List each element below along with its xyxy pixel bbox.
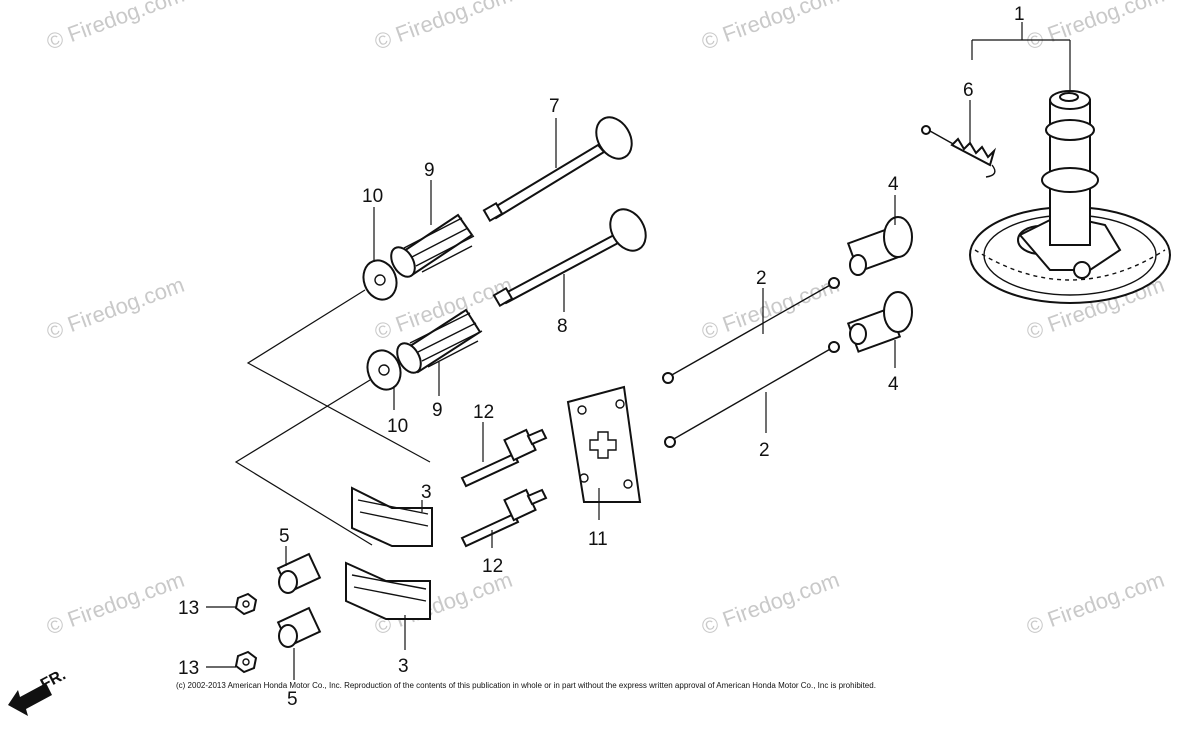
push-rod-upper[interactable]	[662, 277, 840, 384]
watermark: © Firedog.com	[1023, 0, 1167, 55]
callout-number: 7	[549, 96, 560, 117]
callout-12: 12 12	[473, 402, 503, 577]
intake-valve[interactable]	[492, 203, 653, 308]
callout-number: 1	[1014, 4, 1025, 25]
callout-number: 10	[387, 416, 408, 437]
callout-11: 11	[588, 488, 608, 550]
watermark: © Firedog.com	[1023, 567, 1167, 640]
callout-5: 5 5	[279, 526, 298, 710]
callout-3: 3 3	[398, 482, 432, 677]
rocker-arm-lower[interactable]	[345, 561, 431, 620]
callout-10: 10 10	[362, 186, 408, 437]
camshaft-gear[interactable]	[969, 90, 1171, 304]
watermark: © Firedog.com	[371, 0, 515, 55]
callout-13: 13 13	[178, 598, 236, 679]
pivot-bolt-lower[interactable]	[460, 488, 548, 548]
callout-number: 9	[424, 160, 435, 181]
valve-lifter-upper[interactable]	[846, 216, 913, 276]
copyright-notice: (c) 2002-2013 American Honda Motor Co., …	[176, 681, 876, 690]
callout-number: 2	[759, 440, 770, 461]
collar-lower[interactable]	[276, 606, 322, 648]
callout-number: 4	[888, 374, 899, 395]
exhaust-valve[interactable]	[482, 111, 639, 223]
callout-1: 1	[971, 4, 1071, 92]
push-rod-guide-plate[interactable]	[566, 385, 642, 503]
callout-number: 12	[482, 556, 503, 577]
spring-retainer-lower[interactable]	[362, 346, 406, 395]
callout-number: 13	[178, 598, 199, 619]
front-direction-arrow: FR.	[8, 666, 69, 716]
callout-number: 12	[473, 402, 494, 423]
callout-number: 10	[362, 186, 383, 207]
spring-retainer-upper[interactable]	[358, 256, 402, 305]
watermark: © Firedog.com	[43, 272, 187, 345]
collar-upper[interactable]	[276, 552, 322, 594]
callout-number: 13	[178, 658, 199, 679]
watermark: © Firedog.com	[698, 0, 842, 55]
callout-number: 5	[279, 526, 290, 547]
nut-upper[interactable]	[234, 592, 258, 616]
callout-number: 8	[557, 316, 568, 337]
callout-number: 5	[287, 689, 298, 710]
callout-number: 2	[756, 268, 767, 289]
callout-7: 7	[549, 96, 560, 168]
valve-lifter-lower[interactable]	[846, 291, 913, 353]
callout-number: 4	[888, 174, 899, 195]
callout-2: 2 2	[756, 268, 770, 461]
watermark: © Firedog.com	[698, 272, 842, 345]
rocker-arm-upper[interactable]	[351, 486, 433, 547]
nut-lower[interactable]	[234, 650, 258, 674]
valve-spring-upper[interactable]	[386, 213, 475, 281]
watermark: © Firedog.com	[698, 567, 842, 640]
callout-4: 4 4	[888, 174, 899, 395]
push-rod-lower[interactable]	[664, 341, 840, 448]
callout-number: 3	[421, 482, 432, 503]
callout-number: 9	[432, 400, 443, 421]
assembly-lines	[234, 289, 431, 546]
callout-number: 11	[588, 529, 608, 550]
callout-9: 9 9	[424, 160, 443, 421]
watermark: © Firedog.com	[43, 567, 187, 640]
decompressor-spring[interactable]	[921, 125, 997, 178]
callout-number: 3	[398, 656, 409, 677]
watermark: © Firedog.com	[43, 0, 187, 55]
callout-8: 8	[557, 274, 568, 337]
callout-number: 6	[963, 80, 974, 101]
valve-spring-lower[interactable]	[392, 308, 483, 377]
callout-6: 6	[963, 80, 974, 145]
pivot-bolt-upper[interactable]	[460, 428, 548, 488]
